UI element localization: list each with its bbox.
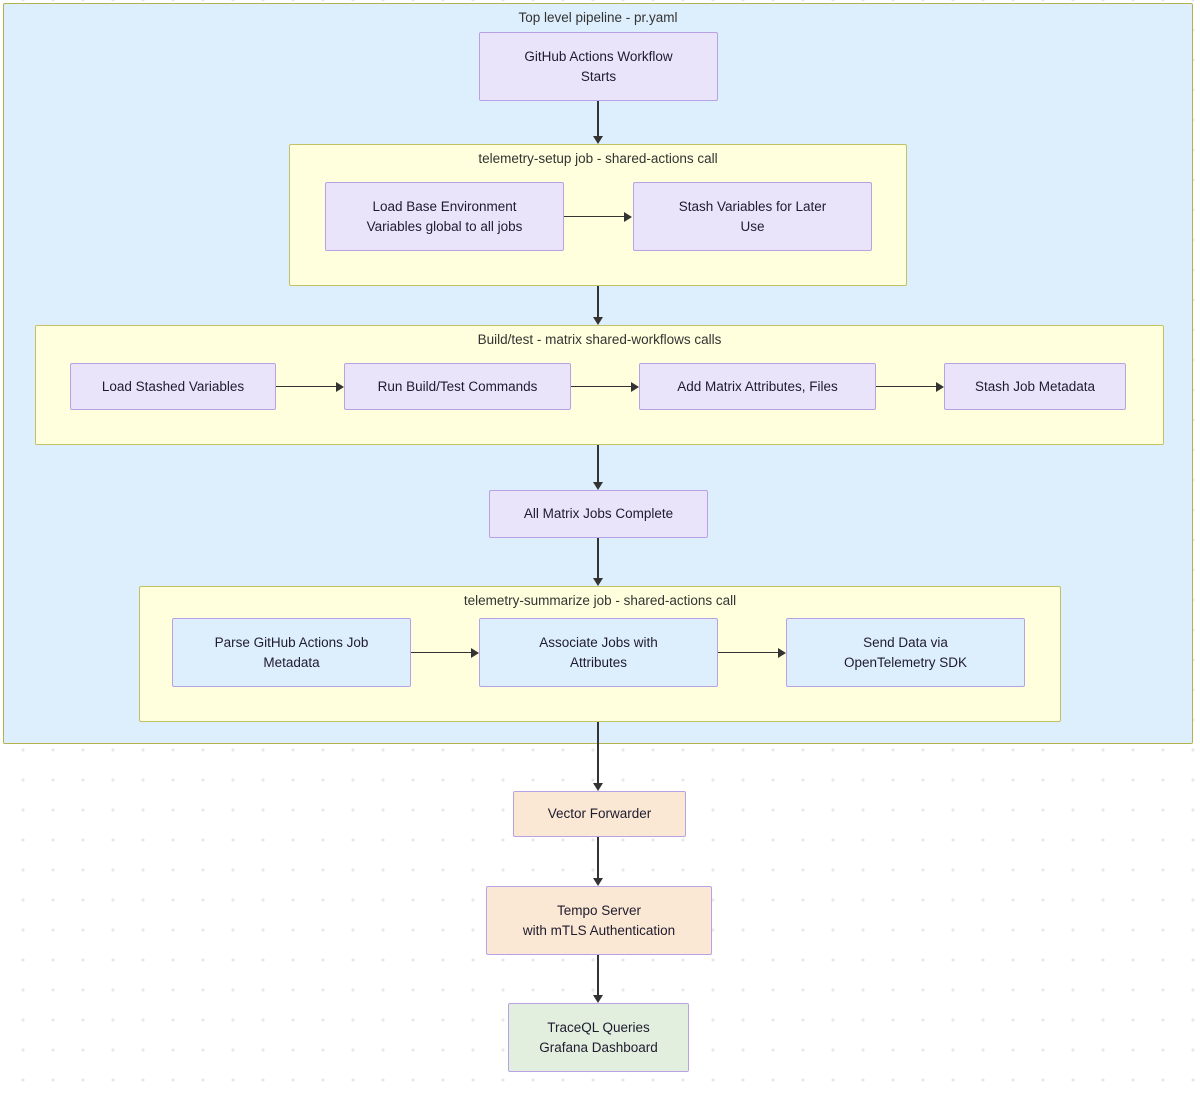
subgraph-telemetry-setup-label: telemetry-setup job - shared-actions cal… [478,151,718,166]
node-associate-jobs-with-attributes[interactable]: Associate Jobs with Attributes [479,618,718,687]
node-load-base-environment-variables[interactable]: Load Base Environment Variables global t… [325,182,564,251]
edge-vector-forwarder-to-tempo-server-arrowhead [593,878,603,886]
subgraph-telemetry-summarize-label: telemetry-summarize job - shared-actions… [463,593,737,608]
edge-telemetry-summarize-to-vector-forwarder [597,722,599,783]
edge-telemetry-setup-to-build-test-arrowhead [593,317,603,325]
node-send-data-via-opentelemetry-sdk[interactable]: Send Data via OpenTelemetry SDK [786,618,1025,687]
edge-workflow-to-telemetry-setup [597,101,599,136]
edge-telemetry-summarize-to-vector-forwarder-arrowhead [593,783,603,791]
edge-all-matrix-complete-to-telemetry-summarize [597,538,599,578]
edge-build-test-to-all-matrix-complete-arrowhead [593,482,603,490]
node-load-stashed-variables[interactable]: Load Stashed Variables [70,363,276,410]
edge-load-base-env-to-stash-vars [564,215,624,218]
edge-add-matrix-attrs-to-stash-job-metadata-arrowhead [936,381,944,392]
node-all-matrix-jobs-complete[interactable]: All Matrix Jobs Complete [489,490,708,538]
edge-telemetry-setup-to-build-test [597,286,599,317]
subgraph-build-test-label: Build/test - matrix shared-workflows cal… [477,332,722,347]
edge-tempo-server-to-traceql-queries [597,955,599,995]
edge-add-matrix-attrs-to-stash-job-metadata [876,385,936,388]
subgraph-top-level-pipeline-label: Top level pipeline - pr.yaml [518,10,678,25]
edge-associate-jobs-to-send-data [718,651,778,654]
node-traceql-queries-grafana-dashboard[interactable]: TraceQL Queries Grafana Dashboard [508,1003,689,1072]
node-tempo-server-mtls[interactable]: Tempo Server with mTLS Authentication [486,886,712,955]
edge-tempo-server-to-traceql-queries-arrowhead [593,995,603,1003]
edge-load-stashed-to-run-build-test-arrowhead [336,381,344,392]
edge-parse-job-metadata-to-associate-jobs-arrowhead [471,647,479,658]
node-run-build-test-commands[interactable]: Run Build/Test Commands [344,363,571,410]
edge-load-stashed-to-run-build-test [276,385,336,388]
node-github-actions-workflow-starts[interactable]: GitHub Actions Workflow Starts [479,32,718,101]
edge-all-matrix-complete-to-telemetry-summarize-arrowhead [593,578,603,586]
edge-build-test-to-all-matrix-complete [597,445,599,482]
node-add-matrix-attributes-files[interactable]: Add Matrix Attributes, Files [639,363,876,410]
edge-run-build-test-to-add-matrix-attrs [571,385,631,388]
edge-parse-job-metadata-to-associate-jobs [411,651,471,654]
edge-associate-jobs-to-send-data-arrowhead [778,647,786,658]
edge-vector-forwarder-to-tempo-server [597,837,599,878]
node-stash-variables-for-later-use[interactable]: Stash Variables for Later Use [633,182,872,251]
node-parse-github-actions-job-metadata[interactable]: Parse GitHub Actions Job Metadata [172,618,411,687]
node-stash-job-metadata[interactable]: Stash Job Metadata [944,363,1126,410]
edge-load-base-env-to-stash-vars-arrowhead [624,211,632,222]
edge-workflow-to-telemetry-setup-arrowhead [593,136,603,144]
node-vector-forwarder[interactable]: Vector Forwarder [513,791,686,837]
edge-run-build-test-to-add-matrix-attrs-arrowhead [631,381,639,392]
